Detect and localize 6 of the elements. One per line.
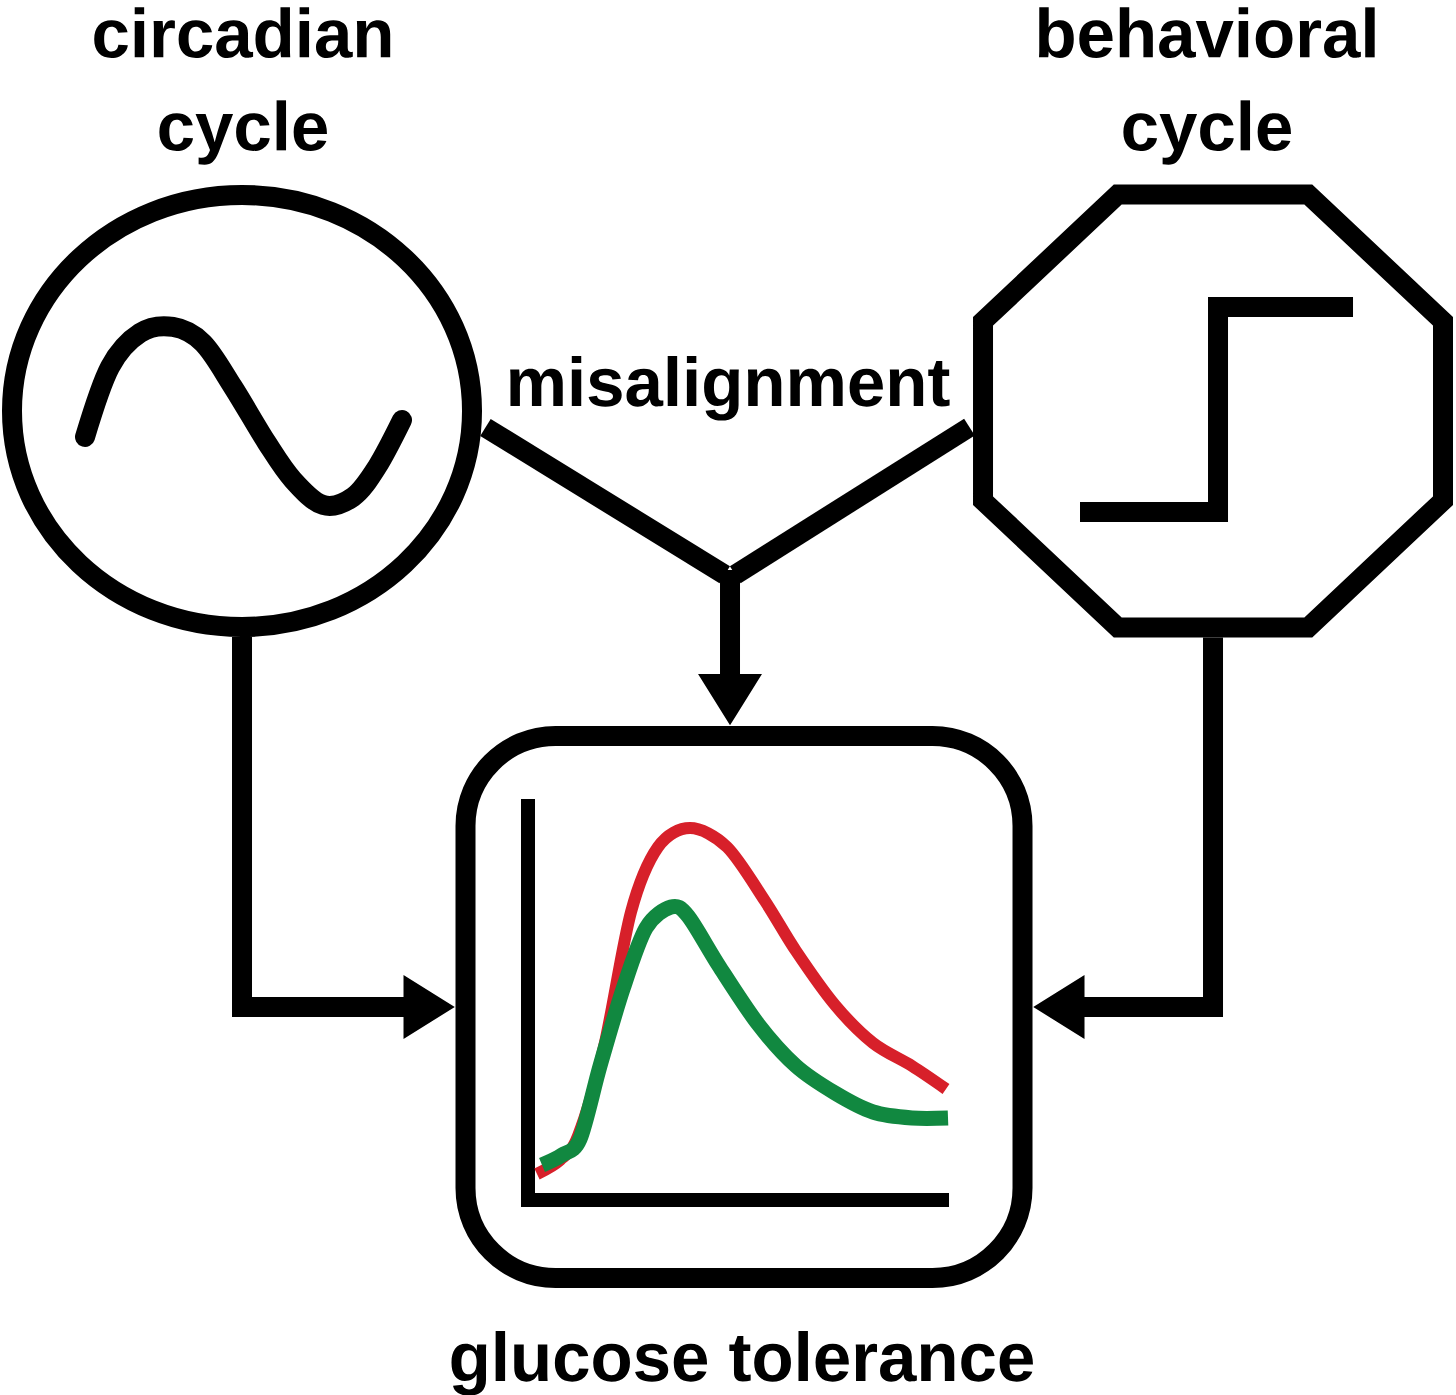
connector-line xyxy=(729,418,975,584)
connector-line xyxy=(480,418,730,584)
annotation-text: misalignment xyxy=(510,356,950,421)
node-title: behavioral cycle xyxy=(1039,7,1375,165)
node-title: circadian cycle xyxy=(94,7,391,165)
node-title: glucose tolerance xyxy=(451,1331,1033,1395)
